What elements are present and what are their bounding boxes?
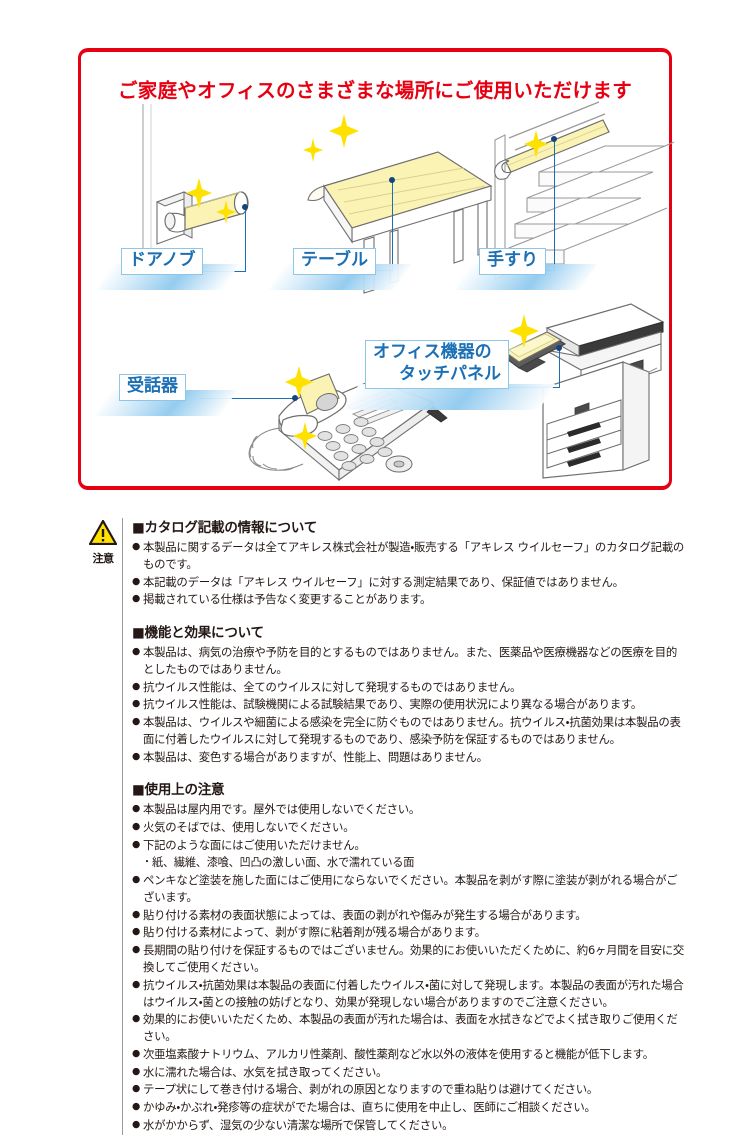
warning-triangle-icon	[88, 519, 118, 549]
list-item: 水に濡れた場合は、水気を拭き取ってください。	[132, 1064, 686, 1081]
list-item: テープ状にして巻き付ける場合、剥がれの原因となりますので重ね貼りは避けてください…	[132, 1081, 686, 1098]
panel-title: ご家庭やオフィスのさまざまな場所にご使用いただけます	[117, 79, 633, 102]
sparkle-icon	[186, 178, 212, 208]
sparkle-icon	[509, 314, 539, 348]
callout-handrail: 手すり	[454, 248, 598, 290]
notice-sections: ■カタログ記載の情報について 本製品に関するデータは全てアキレス株式会社が製造・…	[132, 516, 686, 1135]
list-item: 貼り付ける素材の表面状態によっては、表面の剥がれや傷みが発生する場合があります。	[132, 907, 686, 924]
list-item: 掲載されている仕様は予告なく変更することがあります。	[132, 591, 686, 608]
callout-touchpanel: オフィス機器の タッチパネル	[342, 340, 556, 410]
callout-label-table: テーブル	[293, 248, 376, 275]
section-bullet-list: 本製品は屋内用です。屋外では使用しないでください。 火気のそばでは、使用しないで…	[132, 801, 686, 1133]
callout-handset: 受話器	[94, 374, 238, 416]
list-item: 本記載のデータは「アキレス ウイルセーフ」に対する測定結果であり、保証値ではあり…	[132, 574, 686, 591]
list-item: 次亜塩素酸ナトリウム、アルカリ性薬剤、酸性薬剤など水以外の液体を使用すると機能が…	[132, 1046, 686, 1063]
list-item: 下記のような面にはご使用いただけません。	[132, 837, 686, 854]
callout-doorknob: ドアノブ	[96, 248, 240, 290]
warning-column: 注意	[86, 516, 120, 566]
doorknob-illustration	[129, 104, 309, 289]
list-item: 本製品は屋内用です。屋外では使用しないでください。	[132, 801, 686, 818]
sparkle-icon	[285, 366, 313, 398]
list-item: 抗ウイルス・抗菌効果は本製品の表面に付着したウイルス・菌に対して発現します。本製…	[132, 977, 686, 1011]
callout-label-touchpanel-line2: タッチパネル	[399, 363, 501, 384]
list-item: 本製品は、病気の治療や予防を目的とするものではありません。また、医薬品や医療機器…	[132, 644, 686, 678]
sparkle-icon	[329, 114, 359, 148]
sparkle-icon	[293, 422, 317, 450]
list-item: ペンキなど塗装を施した面にはご使用にならないでください。本製品を剥がす際に塗装が…	[132, 872, 686, 906]
callout-leader-line	[244, 209, 246, 272]
callout-table: テーブル	[268, 248, 412, 290]
section-functions-effects: ■機能と効果について 本製品は、病気の治療や予防を目的とするものではありません。…	[132, 621, 686, 765]
illustration-panel: ご家庭やオフィスのさまざまな場所にご使用いただけます	[78, 48, 675, 490]
list-item: 効果的にお使いいただくため、本製品の表面が汚れた場合は、表面を水拭きなどでよく拭…	[132, 1011, 686, 1045]
section-usage-precautions: ■使用上の注意 本製品は屋内用です。屋外では使用しないでください。 火気のそばで…	[132, 778, 686, 1133]
sparkle-icon	[524, 130, 548, 158]
callout-label-touchpanel-line1: オフィス機器の	[373, 342, 492, 362]
list-item: 火気のそばでは、使用しないでください。	[132, 819, 686, 836]
list-item: 貼り付ける素材によって、剥がす際に粘着剤が残る場合があります。	[132, 924, 686, 941]
section-bullet-list: 本製品は、病気の治療や予防を目的とするものではありません。また、医薬品や医療機器…	[132, 644, 686, 765]
sparkle-icon	[303, 138, 323, 162]
callout-leader-line	[558, 350, 560, 388]
callout-label-doorknob: ドアノブ	[121, 248, 204, 275]
list-item-sub: 紙、繊維、漆喰、凹凸の激しい面、水で濡れている面	[132, 855, 686, 871]
list-item: 長期間の貼り付けを保証するものではございません。効果的にお使いいただくために、約…	[132, 942, 686, 976]
section-bullet-list: 本製品に関するデータは全てアキレス株式会社が製造・販売する「アキレス ウイルセー…	[132, 539, 686, 608]
vertical-divider	[122, 518, 123, 1135]
section-heading: ■使用上の注意	[132, 782, 225, 799]
callout-leader-line	[199, 398, 294, 400]
callout-label-touchpanel: オフィス機器の タッチパネル	[365, 340, 509, 389]
table-illustration	[286, 124, 501, 294]
callout-dot	[551, 136, 557, 142]
list-item: 水がかからず、湿気の少ない清潔な場所で保管してください。	[132, 1117, 686, 1134]
callout-label-handset: 受話器	[119, 374, 186, 401]
sparkle-icon	[216, 200, 236, 224]
section-heading: ■機能と効果について	[132, 625, 264, 642]
list-item: 抗ウイルス性能は、全てのウイルスに対して発現するものではありません。	[132, 679, 686, 696]
callout-label-handrail: 手すり	[479, 248, 546, 275]
callout-dot	[292, 395, 298, 401]
section-heading: ■カタログ記載の情報について	[132, 520, 318, 536]
callout-leader-line	[553, 141, 555, 271]
copier-illustration	[491, 292, 681, 482]
list-item: 本製品は、変色する場合がありますが、性能上、問題はありません。	[132, 749, 686, 766]
caution-notice-block: 注意 ■カタログ記載の情報について 本製品に関するデータは全てアキレス株式会社が…	[86, 516, 686, 1135]
callout-dot	[389, 177, 395, 183]
list-item: 本製品に関するデータは全てアキレス株式会社が製造・販売する「アキレス ウイルセー…	[132, 539, 686, 573]
handrail-stairs-illustration	[479, 101, 675, 287]
callout-dot	[242, 204, 248, 210]
warning-label: 注意	[92, 552, 115, 565]
list-item: 本製品は、ウイルスや細菌による感染を完全に防ぐものではありません。抗ウイルス・抗…	[132, 714, 686, 748]
section-catalog-info: ■カタログ記載の情報について 本製品に関するデータは全てアキレス株式会社が製造・…	[132, 516, 686, 608]
list-item: かゆみ・かぶれ・発疹等の症状がでた場合は、直ちに使用を中止し、医師にご相談くださ…	[132, 1099, 686, 1116]
callout-dot	[556, 345, 562, 351]
list-item: 抗ウイルス性能は、試験機関による試験結果であり、実際の使用状況により異なる場合が…	[132, 696, 686, 713]
callout-leader-line	[391, 182, 393, 271]
